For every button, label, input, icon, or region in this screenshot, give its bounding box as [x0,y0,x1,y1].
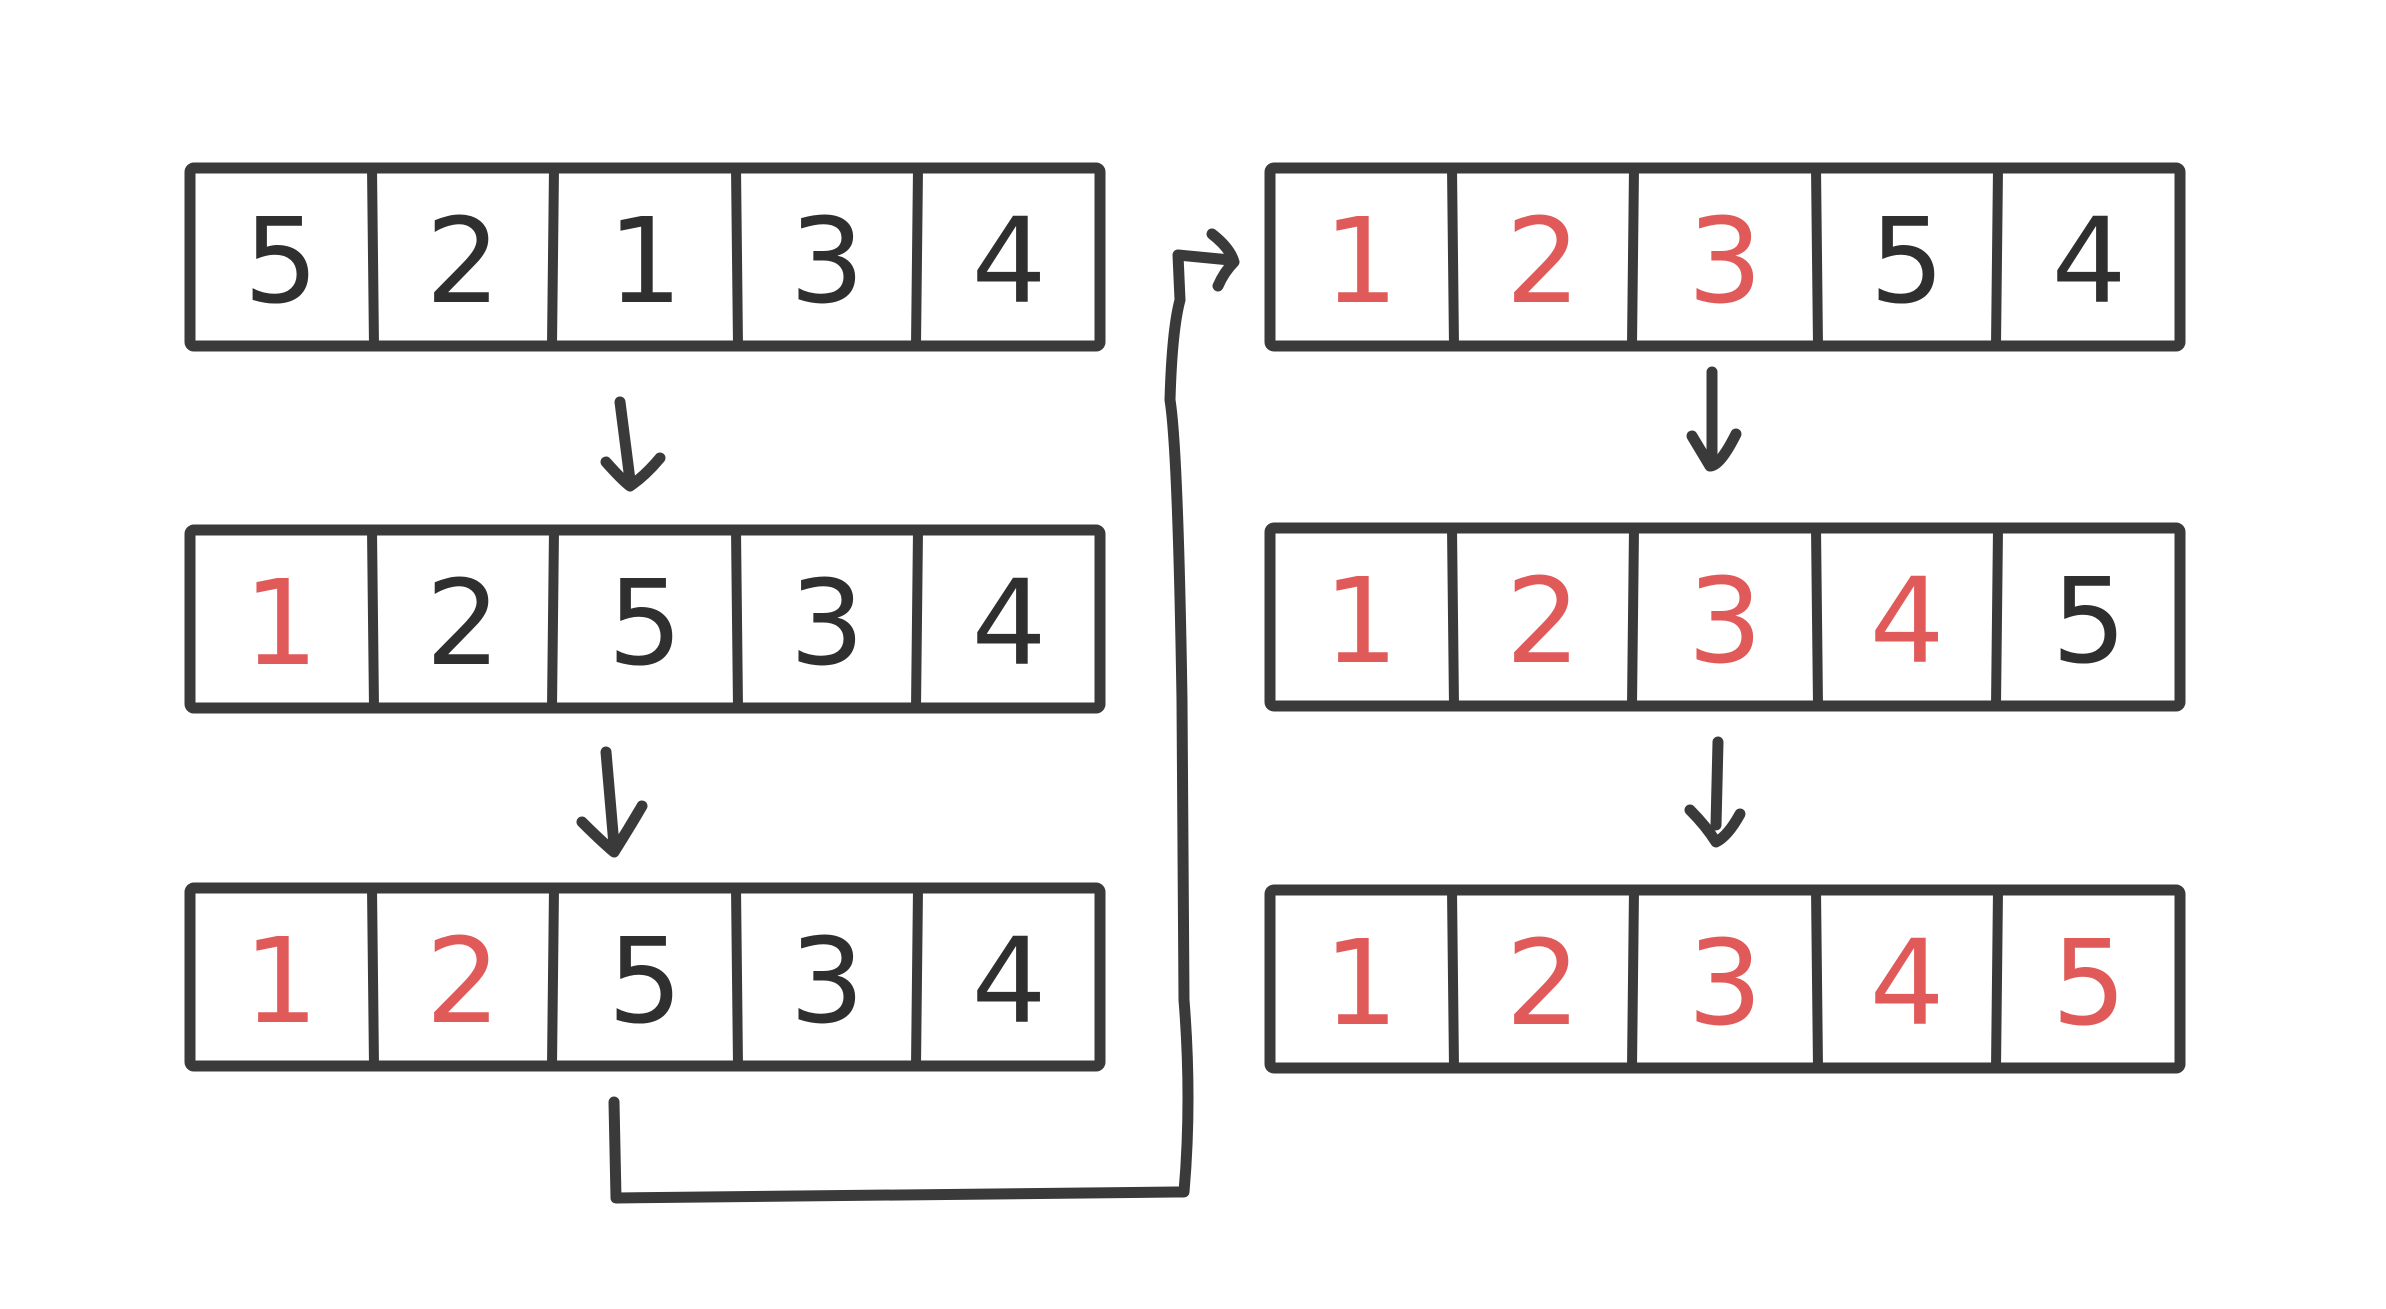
cell-divider [1811,163,1823,351]
unsorted-cell-value: 4 [971,554,1046,692]
unsorted-cell-value: 5 [607,912,682,1050]
array-frame [1264,522,2186,712]
cell-divider [1991,163,2003,351]
cell-divider [911,883,923,1071]
cell-divider [911,525,923,713]
unsorted-cell-value: 3 [789,192,864,330]
unsorted-cell-value: 4 [971,912,1046,1050]
unsorted-cell-value: 5 [1869,192,1944,330]
unsorted-cell-value: 3 [789,912,864,1050]
unsorted-cell-value: 2 [425,192,500,330]
sorted-cell-value: 1 [243,912,318,1050]
array-frame [1264,162,2186,352]
array-frame [184,162,1106,352]
sorted-cell-value: 1 [1323,192,1398,330]
unsorted-cell-value: 2 [425,554,500,692]
step-arrows [576,228,1746,1204]
array-frame [184,882,1106,1072]
cell-divider [1811,885,1823,1073]
sorted-cell-value: 3 [1687,914,1762,1052]
cell-divider [1627,163,1639,351]
cell-divider [1991,885,2003,1073]
cell-divider [731,163,743,351]
cell-divider [1447,885,1459,1073]
cell-divider [1627,885,1639,1073]
cell-divider [547,163,559,351]
cell-divider [1447,523,1459,711]
unsorted-cell-value: 1 [607,192,682,330]
down-arrow-2 [576,746,648,858]
down-arrow-1 [600,396,666,492]
cell-divider [911,163,923,351]
cell-divider [1811,523,1823,711]
cell-divider [1447,163,1459,351]
cell-divider [367,525,379,713]
unsorted-cell-value: 5 [2051,552,2126,690]
sorted-cell-value: 4 [1869,552,1944,690]
cell-divider [367,163,379,351]
unsorted-cell-value: 4 [2051,192,2126,330]
cell-divider [731,883,743,1071]
sorted-cell-value: 2 [1505,552,1580,690]
array-frame [184,524,1106,714]
unsorted-cell-value: 5 [243,192,318,330]
sorted-cell-value: 3 [1687,552,1762,690]
connector-arrow [608,228,1240,1204]
sorted-cell-value: 5 [2051,914,2126,1052]
sorted-cell-value: 4 [1869,914,1944,1052]
sorted-cell-value: 1 [1323,552,1398,690]
unsorted-cell-value: 5 [607,554,682,692]
unsorted-cell-value: 3 [789,554,864,692]
sorted-cell-value: 2 [1505,914,1580,1052]
down-arrow-4 [1684,736,1746,848]
sorted-cell-value: 3 [1687,192,1762,330]
array-frame [1264,884,2186,1074]
unsorted-cell-value: 4 [971,192,1046,330]
sorted-cell-value: 1 [243,554,318,692]
cell-divider [547,883,559,1071]
down-arrow-3 [1686,366,1742,472]
cell-divider [731,525,743,713]
sorted-cell-value: 1 [1323,914,1398,1052]
cell-divider [367,883,379,1071]
cell-divider [1991,523,2003,711]
cell-divider [547,525,559,713]
sorted-cell-value: 2 [425,912,500,1050]
sorted-cell-value: 2 [1505,192,1580,330]
cell-divider [1627,523,1639,711]
